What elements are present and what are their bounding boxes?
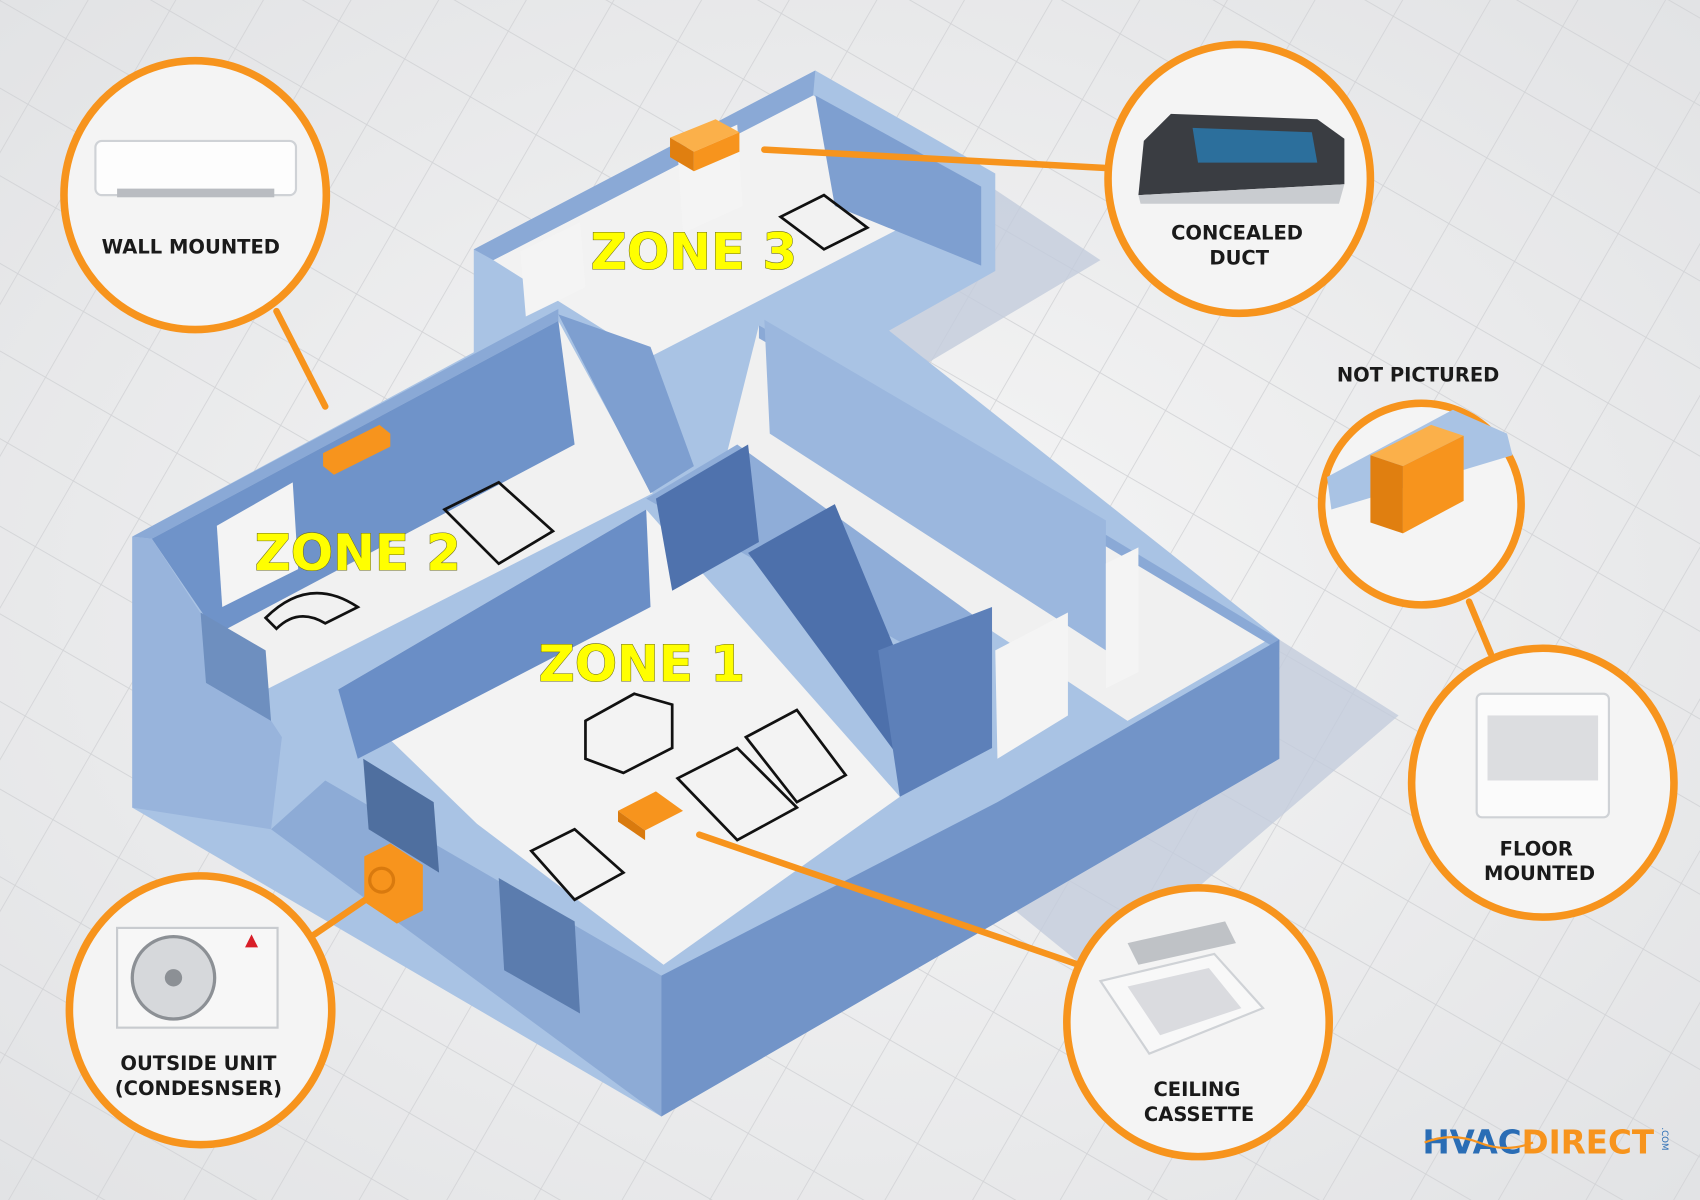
logo-hvac: HVAC: [1422, 1123, 1521, 1161]
not-pictured-caption: NOT PICTURED: [1337, 364, 1500, 387]
zone-1-label: ZONE 1: [539, 635, 745, 693]
hvacdirect-logo: HVACDIRECT .COM: [1422, 1123, 1669, 1161]
logo-suffix: .COM: [1659, 1127, 1669, 1150]
brand-logo-icon: [245, 934, 259, 948]
wall-mounted-label: WALL MOUNTED: [102, 236, 280, 259]
logo-direct: DIRECT: [1522, 1123, 1654, 1161]
floor-mounted-label-line-2: MOUNTED: [1484, 862, 1595, 885]
ceiling-cassette-label-line-1: CEILING: [1153, 1078, 1240, 1101]
zone-3-label: ZONE 3: [591, 223, 797, 281]
logo-wave-icon: [1424, 1136, 1534, 1150]
wall-mounted-callout: WALL MOUNTED: [60, 56, 331, 334]
zone-2-label: ZONE 2: [255, 524, 461, 582]
outside-unit-label-line-1: OUTSIDE UNIT: [120, 1052, 277, 1075]
ceiling-cassette-unit-icon: [1098, 921, 1265, 1055]
connector-lines: [273, 146, 1495, 969]
logo-text: HVACDIRECT: [1422, 1123, 1654, 1161]
floor-plan-building: [132, 70, 1280, 1117]
ceiling-cassette-callout: CEILING CASSETTE: [1063, 884, 1334, 1161]
not-pictured-callout: [1317, 399, 1525, 609]
ceiling-cassette-marker: [617, 791, 684, 841]
ceiling-cassette-label-line-2: CASSETTE: [1144, 1103, 1254, 1126]
concealed-duct-callout: CONCEALED DUCT: [1104, 40, 1375, 318]
outside-unit-marker: [364, 843, 423, 924]
unit-markers: [323, 119, 740, 924]
wall-mounted-unit-icon: [94, 139, 298, 198]
floor-mounted-unit-icon: [1475, 692, 1611, 819]
wall-mounted-marker: [323, 424, 391, 475]
concealed-duct-label-line-1: CONCEALED: [1171, 222, 1303, 245]
floor-mounted-callout: FLOOR MOUNTED: [1407, 644, 1678, 921]
floor-mounted-label-line-1: FLOOR: [1500, 837, 1573, 860]
concealed-duct-label-line-2: DUCT: [1209, 247, 1269, 270]
outside-unit-callout: OUTSIDE UNIT (CONDESNSER): [65, 872, 336, 1149]
outside-condenser-icon: [116, 926, 279, 1029]
concealed-duct-marker: [670, 119, 740, 172]
outside-unit-label-line-2: (CONDESNSER): [115, 1077, 282, 1100]
floor-unit-block-icon: [1370, 424, 1464, 534]
concealed-duct-unit-icon: [1138, 113, 1345, 204]
